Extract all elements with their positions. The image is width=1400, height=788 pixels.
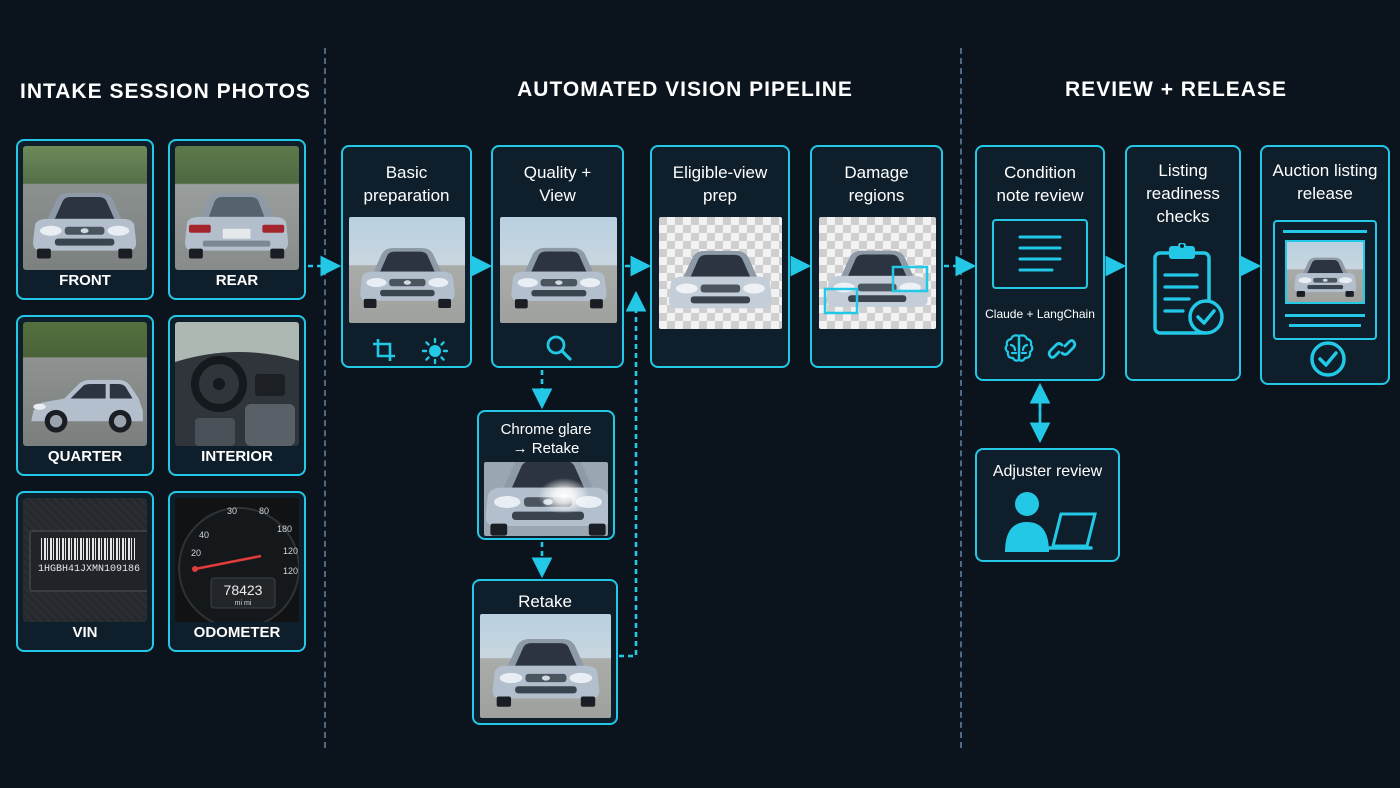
step-photo-cutout: [819, 217, 936, 329]
photo-card-vin[interactable]: 1HGBH41JXMN109186 VIN: [16, 491, 154, 652]
step-adjuster-review[interactable]: Adjuster review: [975, 448, 1120, 562]
step-title: Listing readiness checks: [1146, 161, 1220, 226]
flow-arrow-return: [619, 290, 647, 658]
damage-box: [823, 287, 859, 315]
brightness-icon: [421, 337, 449, 365]
photo-card-quarter[interactable]: QUARTER: [16, 315, 154, 476]
chain-link-icon: [1047, 339, 1077, 359]
photo-card-front[interactable]: FRONT: [16, 139, 154, 300]
step-retake[interactable]: Retake: [472, 579, 618, 725]
dial-tick: 40: [199, 530, 209, 540]
step-eligible-view-prep[interactable]: Eligible-view prep: [650, 145, 790, 368]
step-title: Basic preparation: [363, 163, 450, 205]
check-circle-icon: [1310, 341, 1346, 377]
glare-photo: [484, 462, 608, 536]
photo-label: REAR: [215, 272, 259, 289]
odometer-photo: 40 30 80 20 180 120 120 78423 mi mi: [175, 498, 299, 622]
odometer-gauge: 40 30 80 20 180 120 120 78423 mi mi: [178, 506, 299, 622]
tool-label: Claude + LangChain: [985, 307, 1095, 321]
section-divider: [324, 48, 326, 748]
photo-label: INTERIOR: [201, 448, 273, 465]
front-photo: [23, 146, 147, 270]
dial-tick: 30: [227, 506, 237, 516]
intake-section-title: INTAKE SESSION PHOTOS: [20, 80, 311, 103]
step-title: Retake: [518, 592, 572, 611]
photo-card-rear[interactable]: REAR: [168, 139, 306, 300]
odometer-unit: mi mi: [235, 600, 252, 607]
step-title: Eligible-view prep: [672, 163, 768, 205]
photo-label: VIN: [72, 624, 98, 641]
listing-page-icon: [1273, 220, 1377, 340]
dial-tick: 20: [191, 548, 201, 558]
step-photo: [500, 217, 617, 323]
clipboard-check-icon: [1153, 243, 1224, 335]
photo-card-interior[interactable]: INTERIOR: [168, 315, 306, 476]
step-title: Condition note review: [996, 163, 1084, 205]
step-basic-preparation[interactable]: Basic preparation: [341, 145, 472, 368]
damage-box: [891, 265, 929, 293]
step-title: Quality + View: [523, 163, 592, 205]
photo-label: QUARTER: [47, 448, 123, 465]
pipeline-section-title: AUTOMATED VISION PIPELINE: [517, 78, 853, 101]
crop-icon: [373, 339, 395, 361]
document-lines-icon: [992, 219, 1088, 289]
photo-card-odometer[interactable]: 40 30 80 20 180 120 120 78423 mi mi ODOM…: [168, 491, 306, 652]
photo-label: FRONT: [59, 272, 111, 289]
retake-photo: [480, 614, 611, 718]
rear-photo: [175, 146, 299, 270]
vin-photo: 1HGBH41JXMN109186: [23, 498, 147, 622]
review-section-title: REVIEW + RELEASE: [1065, 78, 1287, 101]
quarter-photo: [23, 322, 147, 446]
step-auction-listing-release[interactable]: Auction listing release: [1260, 145, 1390, 385]
dial-tick: 80: [259, 506, 269, 516]
step-title: Auction listing release: [1272, 161, 1378, 203]
dial-tick: 120: [283, 566, 298, 576]
section-divider: [960, 48, 962, 748]
dial-tick: 120: [283, 546, 298, 556]
vin-barcode: [41, 538, 135, 560]
magnifier-icon: [546, 335, 572, 361]
vin-number: 1HGBH41JXMN109186: [37, 564, 141, 575]
person-laptop-icon: [1005, 492, 1097, 552]
step-title: Chrome glare → Retake: [500, 421, 592, 457]
step-quality-view[interactable]: Quality + View: [491, 145, 624, 368]
step-chrome-glare[interactable]: Chrome glare → Retake: [477, 410, 615, 540]
odometer-reading: 78423: [224, 582, 263, 598]
step-photo-cutout: [659, 217, 782, 329]
interior-photo: [175, 322, 299, 446]
step-photo: [349, 217, 465, 323]
brain-icon: [1004, 334, 1034, 362]
step-title: Adjuster review: [992, 463, 1103, 480]
photo-label: ODOMETER: [193, 624, 281, 641]
step-title: Damage regions: [844, 163, 909, 205]
dial-tick: 180: [277, 524, 292, 534]
